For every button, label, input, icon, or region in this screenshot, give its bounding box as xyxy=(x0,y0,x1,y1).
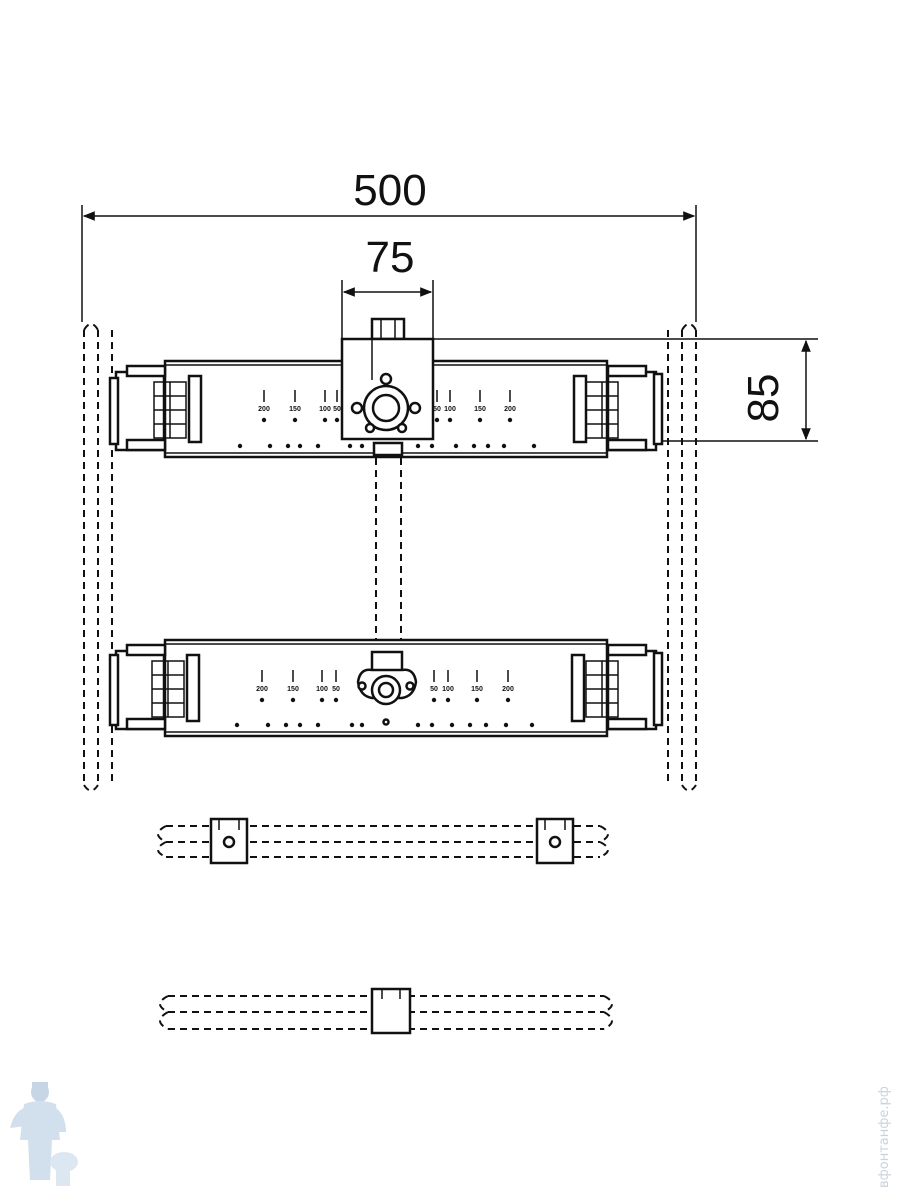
lower-marking-hole-2 xyxy=(319,697,325,703)
rail-hole-0-12 xyxy=(501,443,507,449)
lower-mounting-rail xyxy=(108,638,664,738)
dimension-connector-spacing: 75 xyxy=(341,233,434,340)
rail-hole-0-11 xyxy=(485,443,491,449)
wall-stud-right xyxy=(667,323,697,792)
upper-marking-7: 200 xyxy=(504,406,516,413)
crossbar-bracket-left xyxy=(209,817,249,865)
lower-marking-0: 200 xyxy=(256,686,268,693)
lower-marking-hole-1 xyxy=(290,697,296,703)
rail-hole-1-13 xyxy=(529,722,535,728)
crossbar-single-bracket xyxy=(159,987,613,1035)
rail-hole-1-10 xyxy=(467,722,473,728)
upper-marking-3: 50 xyxy=(333,406,341,413)
rail-fixing-holes xyxy=(234,443,537,728)
wall-stud-left xyxy=(83,323,113,792)
rail-hole-1-9 xyxy=(449,722,455,728)
lower-marking-hole-7 xyxy=(505,697,511,703)
lower-marking-hole-0 xyxy=(259,697,265,703)
upper-marking-hole-4 xyxy=(434,417,440,423)
rail-hole-0-2 xyxy=(285,443,291,449)
plumber-logo-icon xyxy=(10,1082,78,1186)
upper-marking-hole-0 xyxy=(261,417,267,423)
rail-hole-1-12 xyxy=(503,722,509,728)
rail-hole-1-8 xyxy=(429,722,435,728)
rail-hole-0-8 xyxy=(429,443,435,449)
lower-marking-4: 50 xyxy=(430,686,438,693)
rail-hole-0-5 xyxy=(347,443,353,449)
dimension-overall-width: 500 xyxy=(81,166,697,322)
upper-marking-hole-6 xyxy=(477,417,483,423)
lower-right-clamp xyxy=(570,643,664,731)
lower-marking-5: 100 xyxy=(442,686,454,693)
upper-marking-hole-7 xyxy=(507,417,513,423)
upper-marking-5: 100 xyxy=(444,406,456,413)
site-watermark-text: вфонтанфе.рф xyxy=(877,1086,892,1188)
rail-hole-0-9 xyxy=(453,443,459,449)
lower-marking-3: 50 xyxy=(332,686,340,693)
upper-marking-1: 150 xyxy=(289,406,301,413)
upper-marking-0: 200 xyxy=(258,406,270,413)
rail-hole-1-7 xyxy=(415,722,421,728)
dimension-75-label: 75 xyxy=(366,233,415,282)
rail-hole-1-1 xyxy=(265,722,271,728)
rail-hole-0-7 xyxy=(415,443,421,449)
upper-connector-housing xyxy=(340,317,435,457)
rail-hole-0-4 xyxy=(315,443,321,449)
crossbar-center-bracket xyxy=(370,987,412,1035)
rail-hole-0-6 xyxy=(359,443,365,449)
upper-left-clamp xyxy=(108,364,203,452)
upper-marking-4: 50 xyxy=(433,406,441,413)
upper-marking-6: 150 xyxy=(474,406,486,413)
lower-marking-hole-5 xyxy=(445,697,451,703)
lower-marking-7: 200 xyxy=(502,686,514,693)
lower-rail-markings: 200 150 100 50 50 100 150 200 xyxy=(256,670,514,703)
lower-marking-2: 100 xyxy=(316,686,328,693)
upper-right-clamp xyxy=(572,364,664,452)
lower-marking-hole-4 xyxy=(431,697,437,703)
upper-marking-hole-2 xyxy=(322,417,328,423)
rail-hole-1-4 xyxy=(315,722,321,728)
upper-marking-hole-1 xyxy=(292,417,298,423)
rail-hole-1-0 xyxy=(234,722,240,728)
lower-marking-hole-6 xyxy=(474,697,480,703)
rail-hole-1-11 xyxy=(483,722,489,728)
rail-hole-1-5 xyxy=(349,722,355,728)
upper-mounting-rail xyxy=(108,317,664,459)
upper-marking-2: 100 xyxy=(319,406,331,413)
lower-marking-1: 150 xyxy=(287,686,299,693)
lower-marking-6: 150 xyxy=(471,686,483,693)
crossbar-bracket-right xyxy=(535,817,575,865)
vertical-pipe-dashed xyxy=(375,458,402,640)
rail-hole-0-3 xyxy=(297,443,303,449)
rail-hole-1-2 xyxy=(283,722,289,728)
rail-hole-0-1 xyxy=(267,443,273,449)
lower-connector xyxy=(356,650,418,726)
rail-hole-1-3 xyxy=(297,722,303,728)
upper-marking-hole-3 xyxy=(334,417,340,423)
upper-marking-hole-5 xyxy=(447,417,453,423)
rail-hole-0-0 xyxy=(237,443,243,449)
lower-left-clamp xyxy=(108,643,201,731)
dimension-500-label: 500 xyxy=(353,166,426,215)
lower-marking-hole-3 xyxy=(333,697,339,703)
rail-hole-0-13 xyxy=(531,443,537,449)
crossbar-two-brackets xyxy=(157,817,609,865)
rail-hole-0-10 xyxy=(471,443,477,449)
rail-hole-1-6 xyxy=(359,722,365,728)
dimension-85-label: 85 xyxy=(739,374,788,423)
